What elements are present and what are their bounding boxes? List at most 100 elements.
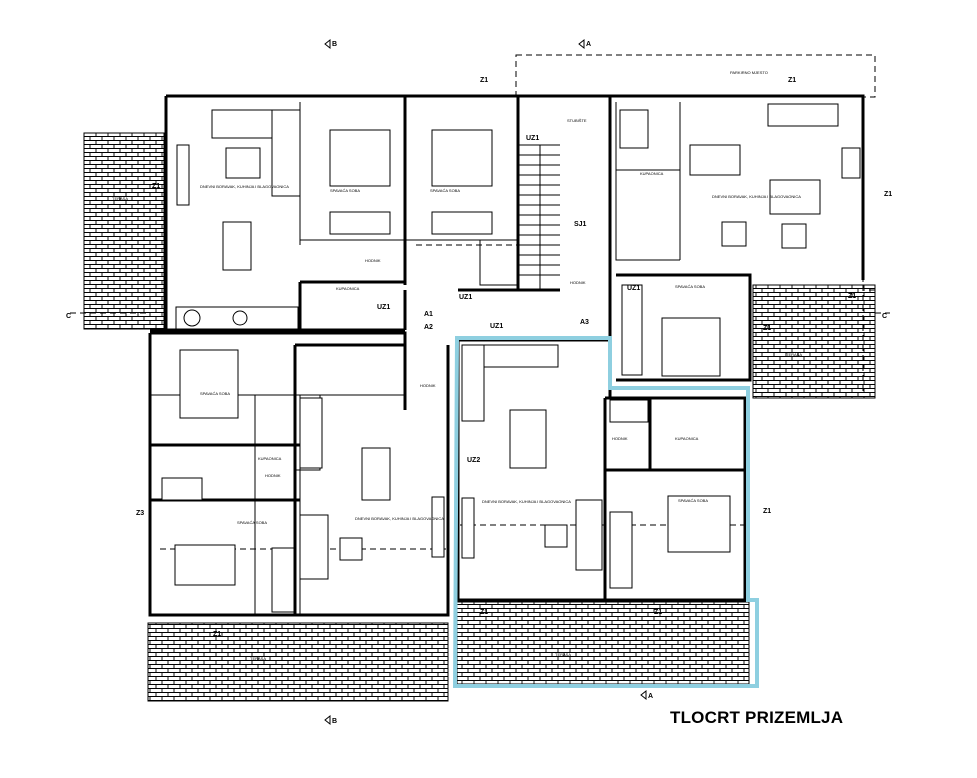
room-label-terrace-s: TERASA	[250, 656, 266, 661]
tag-z1-b: Z1	[788, 77, 796, 84]
room-label-hall-w: HODNIK	[265, 473, 281, 478]
room-label-living-sw: DNEVNI BORAVAK, KUHINJA I BLAGOVAONICA	[355, 516, 444, 521]
wall-stair-unit	[518, 94, 612, 292]
tv-unit-sw	[431, 496, 445, 558]
wall-ne-interior	[615, 102, 681, 261]
dining-table-ne	[689, 144, 741, 176]
furniture-group	[161, 103, 861, 613]
room-label-living-hl: DNEVNI BORAVAK, KUHINJA I BLAGOVAONICA	[482, 499, 571, 504]
armchair-hl	[544, 524, 568, 548]
highlighted-unit-outline	[452, 336, 759, 688]
section-marker-c-left: C	[66, 313, 71, 320]
dashed-line-center	[160, 524, 745, 550]
stairs-treads	[518, 144, 560, 290]
wall-south-west-unit	[293, 343, 450, 617]
room-label-bed-ne: SPAVAĆA SOBA	[675, 284, 705, 289]
tag-uz1-b: UZ1	[459, 294, 472, 301]
dashed-line-north-c	[416, 244, 519, 290]
sink-nw	[232, 310, 248, 326]
room-label-terrace-w: TERASA	[112, 196, 128, 201]
section-marker-b-bottom-arrow	[324, 714, 331, 726]
tag-uz1-e: UZ1	[377, 304, 390, 311]
room-label-living-ne: DNEVNI BORAVAK, KUHINJA I BLAGOVAONICA	[712, 194, 801, 199]
wall-highlight-unit	[456, 338, 747, 602]
sofa-ne	[769, 179, 821, 215]
tv-unit-nw	[176, 144, 190, 206]
tag-z1-d: Z1	[884, 191, 892, 198]
wardrobe-n1	[329, 211, 391, 235]
wardrobe-hl	[609, 511, 633, 589]
kitchen-counter-hl-side	[461, 344, 485, 422]
dining-table-sw	[361, 447, 391, 501]
room-label-bed-sw: SPAVAĆA SOBA	[237, 520, 267, 525]
tag-uz1-c: UZ1	[490, 323, 503, 330]
room-labels-group: DNEVNI BORAVAK, KUHINJA I BLAGOVAONICA S…	[112, 70, 802, 661]
room-label-hall-hl: HODNIK	[612, 436, 628, 441]
tag-z1-j: Z1	[654, 609, 662, 616]
bed-n2	[431, 129, 493, 187]
wall-east-bedroom-unit	[616, 273, 752, 382]
tag-uz1-d: UZ1	[627, 285, 640, 292]
room-label-bath-w: KUPAONICA	[258, 456, 282, 461]
section-markers-group: B A A B C C	[66, 38, 887, 726]
tag-z1-c: Z1	[152, 183, 160, 190]
armchair-ne-2	[781, 223, 807, 249]
bed-w	[179, 349, 239, 419]
sofa-hl	[575, 499, 603, 571]
section-marker-b-top-arrow	[324, 38, 331, 50]
wall-west-unit	[148, 331, 407, 617]
plan-title: TLOCRT PRIZEMLJA	[670, 708, 844, 727]
bed-ne	[661, 317, 721, 377]
room-label-bath-hl: KUPAONICA	[675, 436, 699, 441]
wardrobe-n2	[431, 211, 493, 235]
room-label-hall-c: HODNIK	[420, 383, 436, 388]
kitchen-counter-ne	[767, 103, 839, 127]
bed-hl	[667, 495, 731, 553]
tag-a1: A1	[424, 311, 433, 318]
section-marker-b-top: B	[332, 41, 337, 48]
bed-sw	[174, 544, 236, 586]
room-label-bath-ne: KUPAONICA	[640, 171, 664, 176]
section-marker-a-top-arrow	[578, 38, 585, 50]
room-label-bed-w: SPAVAĆA SOBA	[200, 391, 230, 396]
tag-z1-f: Z1	[763, 325, 771, 332]
room-label-hall-n: HODNIK	[365, 258, 381, 263]
sofa-nw-side	[271, 109, 301, 197]
tag-a3: A3	[580, 319, 589, 326]
dashed-canopy-north	[515, 54, 876, 98]
room-label-bath-n: KUPAONICA	[336, 286, 360, 291]
terrace-south-hatch	[147, 622, 449, 702]
kitchen-counter-sw	[299, 397, 323, 469]
armchair-nw	[225, 147, 261, 179]
room-label-bed-n1: SPAVAĆA SOBA	[330, 188, 360, 193]
stove-ne	[841, 147, 861, 179]
wardrobe-sw	[271, 547, 295, 613]
terrace-east-hatch	[752, 284, 876, 399]
terrace-hatch-group	[83, 132, 876, 702]
section-marker-a-bottom: A	[648, 693, 653, 700]
tag-z3: Z3	[136, 510, 144, 517]
dining-table-nw	[222, 221, 252, 271]
tub-hl	[609, 399, 649, 423]
tub-ne	[619, 109, 649, 149]
section-marker-a-top: A	[586, 41, 591, 48]
terrace-south-center-hatch	[456, 601, 750, 685]
tag-sj1: SJ1	[574, 221, 587, 228]
wall-north-center-lower	[298, 282, 407, 332]
room-label-terrace-e: TERASA	[786, 352, 802, 357]
wall-tags-group: Z1 Z1 Z1 Z1 Z1 Z1 Z1 Z1 Z1 Z1 UZ1 UZ1 UZ…	[136, 77, 892, 638]
armchair-ne-1	[721, 221, 747, 247]
room-label-living-nw: DNEVNI BORAVAK, KUHINJA I BLAGOVAONICA	[200, 184, 289, 189]
room-label-parking: PARKIRNO MJESTO	[730, 70, 768, 75]
room-label-bed-n2: SPAVAĆA SOBA	[430, 188, 460, 193]
tub-w	[161, 477, 203, 501]
room-label-terrace-sc: TERASA	[555, 652, 571, 657]
wall-north-center-unit	[403, 94, 520, 292]
room-label-bed-hl: SPAVAĆA SOBA	[678, 498, 708, 503]
section-marker-a-bottom-arrow	[640, 689, 647, 701]
tag-z1-a: Z1	[480, 77, 488, 84]
terrace-west-hatch	[83, 132, 165, 330]
stove-nw	[183, 309, 201, 327]
section-marker-c-right: C	[882, 313, 887, 320]
tag-z1-e: Z1	[848, 293, 856, 300]
